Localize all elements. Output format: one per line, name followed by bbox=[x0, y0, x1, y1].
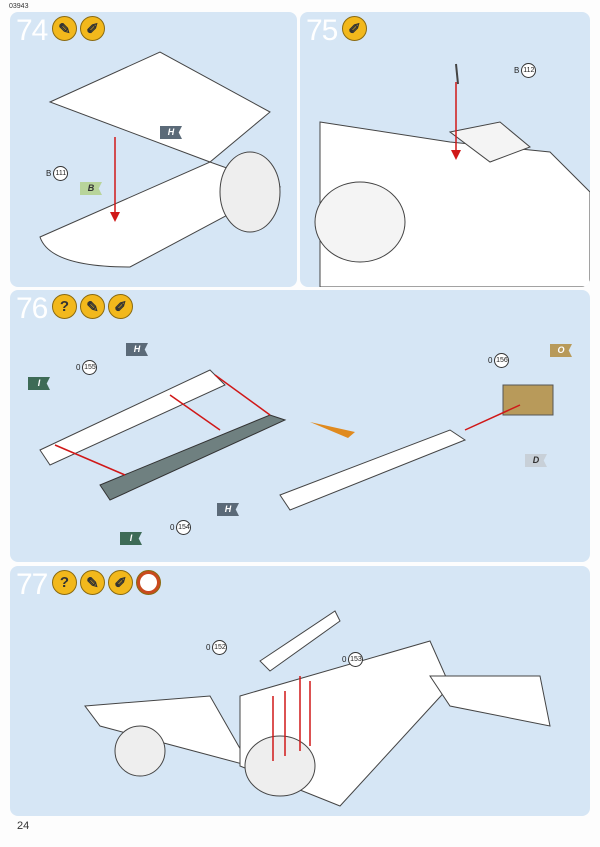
clock-icon bbox=[136, 570, 161, 595]
glue-icon: ✐ bbox=[108, 294, 133, 319]
paint-brush-icon: ✎ bbox=[80, 570, 105, 595]
glue-icon: ✐ bbox=[342, 16, 367, 41]
aircraft-illustration bbox=[84, 610, 551, 807]
paint-brush-icon: ✎ bbox=[52, 16, 77, 41]
torpedo-illustration bbox=[39, 369, 554, 511]
step-number: 74 bbox=[16, 14, 48, 47]
question-icon: ? bbox=[52, 570, 77, 595]
fuselage-illustration bbox=[314, 63, 590, 287]
document-code: 03943 bbox=[9, 3, 29, 10]
step-number: 75 bbox=[306, 14, 338, 47]
flag-h: H bbox=[160, 126, 182, 139]
step-number: 76 bbox=[16, 292, 48, 325]
flag-h: H bbox=[126, 343, 148, 356]
flag-b: B bbox=[80, 182, 102, 195]
flag-i: I bbox=[28, 377, 50, 390]
question-icon: ? bbox=[52, 294, 77, 319]
flag-d: D bbox=[525, 454, 547, 467]
page-number: 24 bbox=[17, 820, 30, 832]
glue-icon: ✐ bbox=[80, 16, 105, 41]
flag-o: O bbox=[550, 344, 572, 357]
step-number: 77 bbox=[16, 568, 48, 601]
glue-icon: ✐ bbox=[108, 570, 133, 595]
wing-illustration bbox=[39, 51, 282, 268]
paint-brush-icon: ✎ bbox=[80, 294, 105, 319]
flag-h: H bbox=[217, 503, 239, 516]
flag-i: I bbox=[120, 532, 142, 545]
